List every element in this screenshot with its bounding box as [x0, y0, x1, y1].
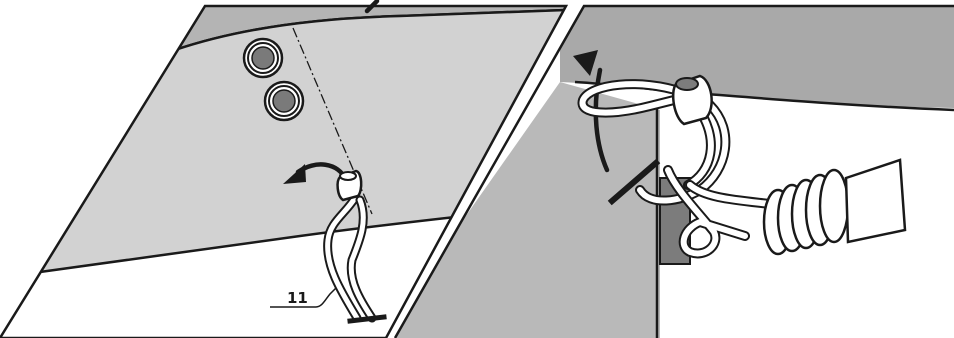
callout-label-11: 11 [287, 289, 308, 307]
grommet-bottom [265, 82, 303, 120]
grommet-top [244, 39, 282, 77]
